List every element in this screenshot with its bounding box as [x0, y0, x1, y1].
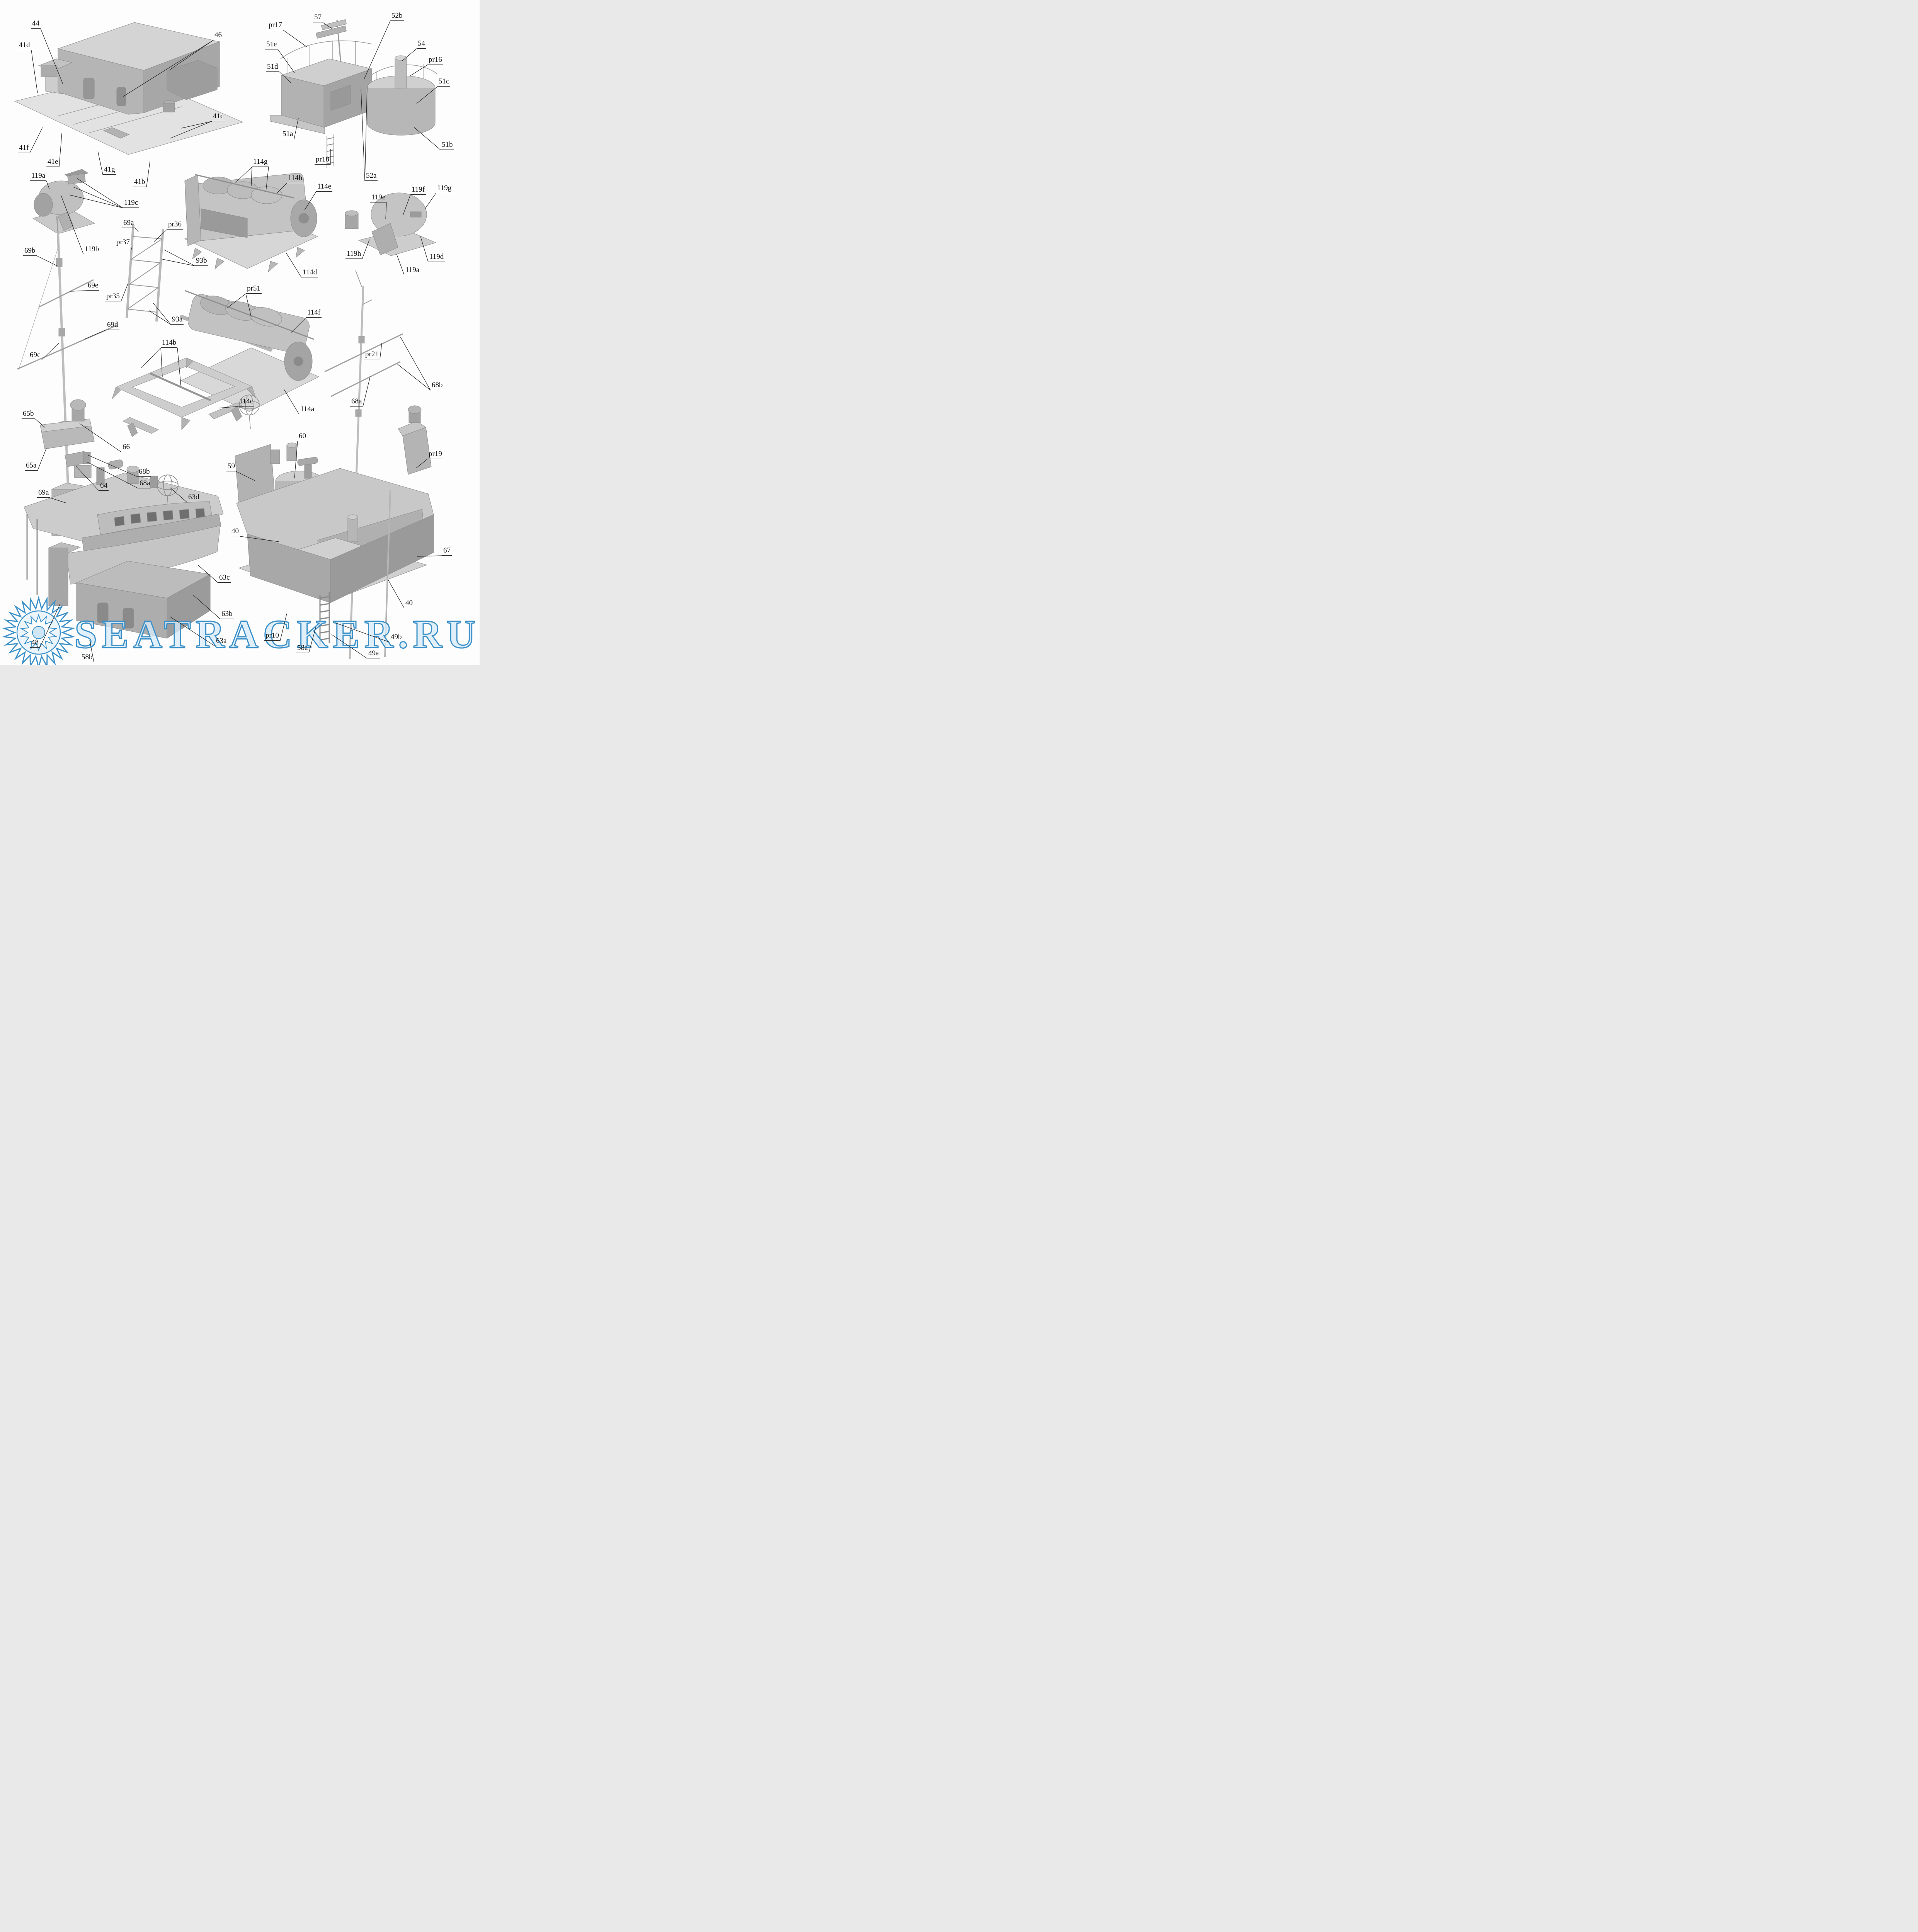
window: [130, 513, 141, 524]
ladder-pr10: [319, 592, 330, 646]
yard: [324, 333, 403, 372]
window: [163, 510, 174, 520]
watermark-text: SEATRACKER.RU: [75, 612, 477, 656]
window: [114, 516, 125, 527]
diagram-canvas: SEATRACKER.RU: [0, 0, 480, 665]
yard: [38, 279, 94, 308]
door-icon: [123, 608, 134, 629]
window: [146, 512, 157, 522]
door-icon: [116, 87, 126, 106]
window: [179, 509, 190, 519]
door-icon: [97, 602, 109, 623]
funnel-54: [395, 58, 407, 88]
figure-bridge-63: [24, 459, 224, 639]
column-48: [48, 548, 68, 606]
door-icon: [83, 78, 95, 99]
figure-searchlight-119e: [345, 192, 437, 256]
wireframe-ball-antenna: [239, 395, 260, 429]
tower-pr19: [402, 427, 432, 475]
lattice-antenna-63d: [157, 474, 179, 506]
